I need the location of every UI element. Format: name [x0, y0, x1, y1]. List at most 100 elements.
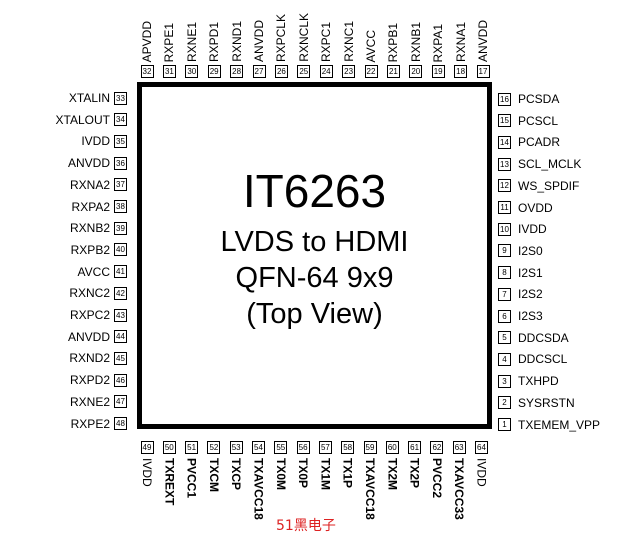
pin-name: RXNA2	[69, 177, 110, 192]
chip-package: QFN-64 9x9	[235, 262, 394, 294]
pin-number: 30	[185, 65, 199, 78]
pin-name: I2S0	[518, 243, 543, 258]
pin-name: IVDD	[474, 458, 489, 487]
pin-name: TX0P	[296, 458, 311, 489]
pin-name: RXND2	[69, 351, 110, 366]
pin-number: 17	[476, 65, 490, 78]
pin-name: I2S2	[518, 287, 543, 302]
pin-label-bottom: TX0P	[296, 458, 310, 518]
pin-number: 29	[207, 65, 221, 78]
pin-number: 12	[498, 179, 511, 193]
pin-number: 31	[162, 65, 176, 78]
pin-number: 55	[274, 441, 288, 454]
pin-number: 53	[229, 441, 243, 454]
pin-number: 21	[386, 65, 400, 78]
pin-name: RXPB1	[386, 22, 401, 62]
pin-number: 61	[408, 441, 422, 454]
pin-name: OVDD	[518, 200, 553, 215]
pin-label-bottom: TXREXT	[162, 458, 176, 518]
pin-name: RXNB1	[408, 21, 423, 62]
pin-number: 35	[114, 134, 127, 148]
pin-label-top: RXPE1	[162, 2, 176, 62]
pin-name: ANVDD	[476, 19, 490, 62]
pin-number: 34	[114, 113, 127, 127]
pin-name: IVDD	[140, 458, 154, 487]
pin-name: DDCSDA	[518, 330, 569, 345]
chip-view: (Top View)	[246, 298, 383, 330]
pin-number: 42	[114, 286, 127, 300]
pin-name: RXNCLK	[296, 13, 311, 62]
pin-name: XTALOUT	[55, 112, 110, 127]
pin-label-bottom: TXCP	[229, 458, 243, 518]
pin-name: PVCC2	[429, 458, 444, 499]
pin-label-top: APVDD	[140, 2, 154, 62]
pin-number: 26	[274, 65, 288, 78]
pin-name: RXNE2	[69, 394, 110, 409]
pin-name: WS_SPDIF	[518, 178, 580, 193]
pin-number: 22	[364, 65, 378, 78]
pin-name: XTALIN	[68, 91, 110, 105]
pin-name: RXPE2	[70, 416, 110, 431]
pin-number: 39	[114, 221, 127, 235]
pin-number: 47	[114, 395, 127, 409]
pin-label-bottom: PVCC1	[185, 458, 199, 518]
pin-number: 15	[498, 114, 511, 128]
pin-name: RXNB2	[69, 221, 110, 236]
pin-name: RXNC2	[69, 286, 110, 301]
pin-name: TX2P	[407, 458, 422, 489]
pin-name: SYSRSTN	[518, 395, 575, 410]
pin-name: APVDD	[140, 20, 154, 62]
pin-name: TXREXT	[162, 458, 177, 506]
pin-number: 59	[363, 441, 377, 454]
chip-function: LVDS to HDMI	[220, 226, 409, 258]
pin-number: 28	[230, 65, 244, 78]
pin-name: DDCSCL	[518, 352, 568, 367]
pin-number: 32	[140, 65, 154, 78]
pin-name: RXPC1	[319, 21, 334, 62]
pin-number: 37	[114, 178, 127, 192]
pin-number: 49	[140, 441, 154, 454]
pin-number: 60	[385, 441, 399, 454]
pin-name: SCL_MCLK	[518, 157, 582, 172]
pin-number: 25	[297, 65, 311, 78]
pin-number: 54	[252, 441, 265, 454]
pin-number: 20	[409, 65, 423, 78]
pin-number: 14	[498, 135, 511, 149]
pin-number: 6	[498, 309, 511, 323]
pin-number: 51	[185, 441, 199, 454]
pin-number: 1	[498, 418, 511, 431]
pin-name: RXPD1	[207, 21, 222, 62]
pin-label-bottom: TXAVCC18	[363, 458, 377, 520]
pin-label-top: RXNC1	[342, 2, 356, 62]
pin-label-bottom: TX2M	[385, 458, 399, 518]
pin-name: TX0M	[273, 458, 288, 491]
pin-name: RXND1	[229, 21, 244, 62]
pin-number: 62	[430, 441, 444, 454]
pin-number: 9	[498, 244, 511, 258]
pin-name: IVDD	[518, 222, 547, 237]
pin-name: TXAVCC33	[452, 458, 467, 520]
pin-number: 33	[114, 91, 127, 105]
pin-number: 63	[452, 441, 466, 454]
pin-name: PCADR	[518, 135, 561, 150]
pin-name: ANVDD	[252, 19, 266, 62]
pin-label-top: RXPB1	[386, 2, 400, 62]
pin-name: RXPB2	[70, 242, 110, 257]
pin-number: 57	[318, 441, 332, 454]
pin-name: RXPD2	[69, 373, 110, 388]
pin-name: TXEMEM_VPP	[518, 417, 601, 432]
pin-number: 44	[114, 330, 127, 344]
pin-name: RXNE1	[184, 21, 199, 62]
pin-name: RXNA1	[453, 21, 468, 62]
pin-number: 3	[498, 374, 511, 388]
pin-number: 4	[498, 352, 511, 366]
pin-number: 24	[319, 65, 333, 78]
pin-name: PVCC1	[184, 458, 199, 499]
pin-name: TXCP	[229, 458, 244, 491]
pin-number: 58	[341, 441, 355, 454]
pin-number: 2	[498, 396, 511, 410]
pin-label-bottom: TXAVCC33	[452, 458, 467, 520]
pin-number: 18	[454, 65, 468, 78]
pin-name: AVCC	[364, 29, 378, 62]
pin-name: AVCC	[77, 264, 110, 279]
